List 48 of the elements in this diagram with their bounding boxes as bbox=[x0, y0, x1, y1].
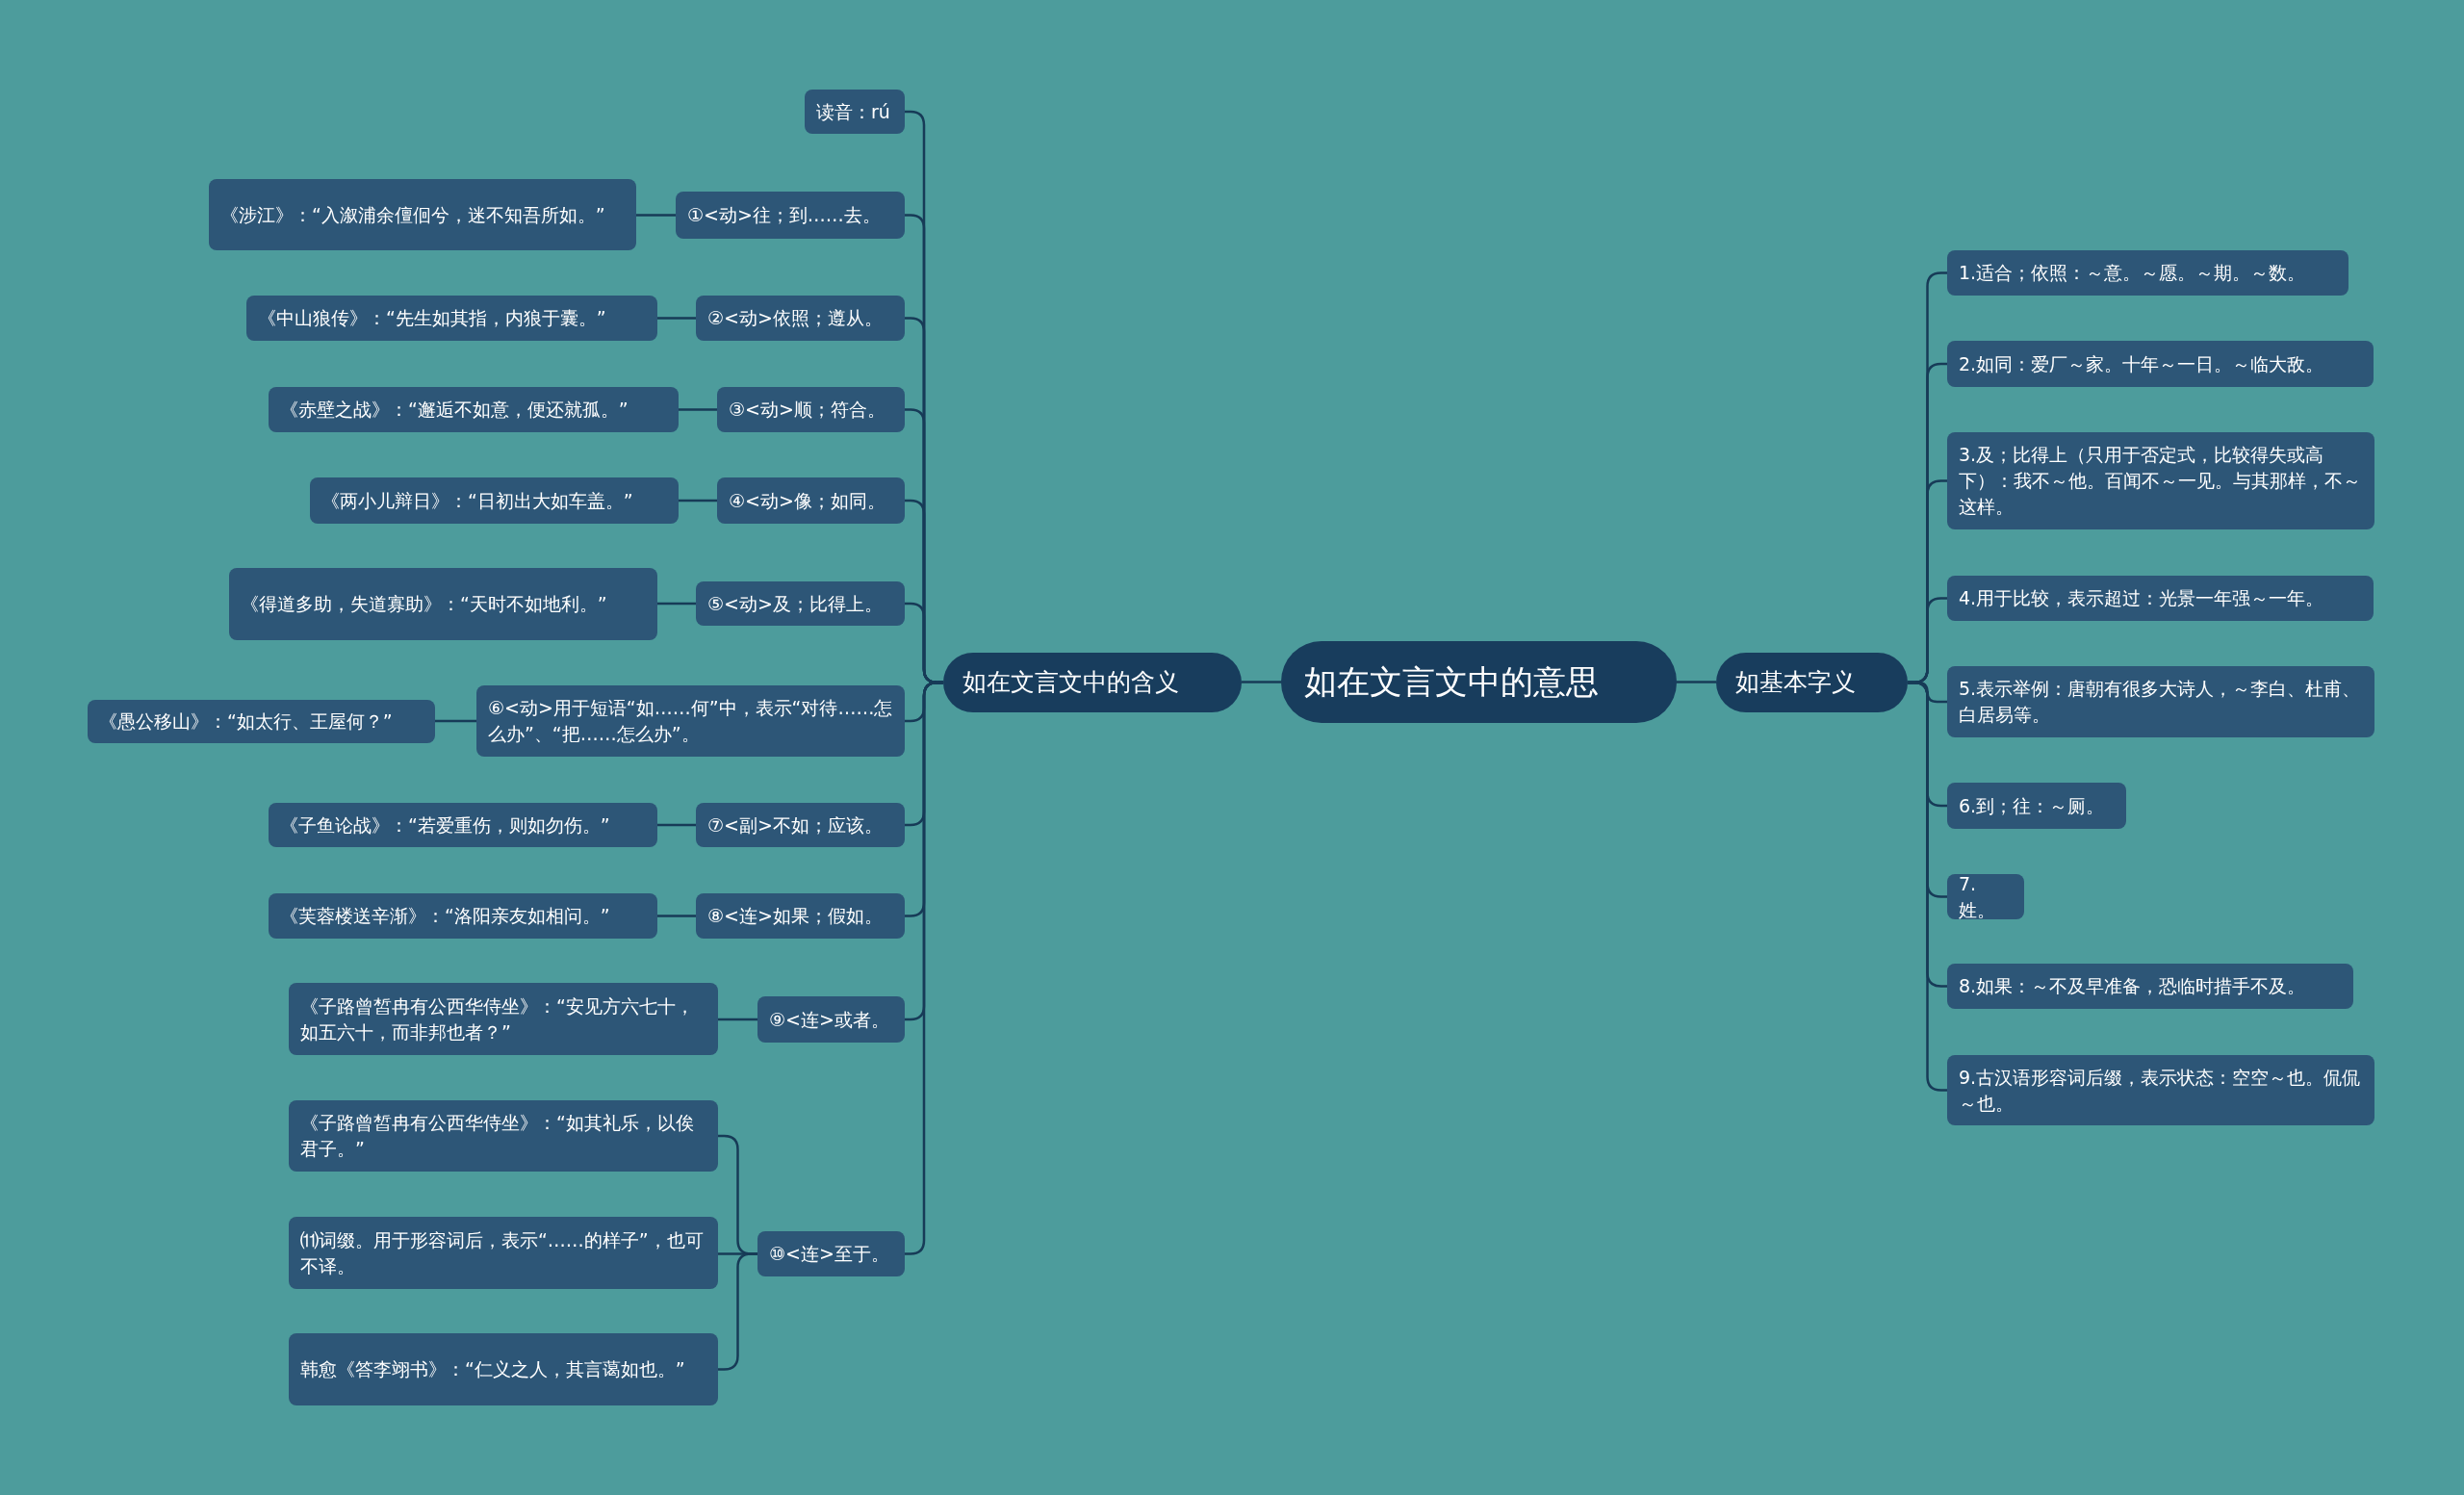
connector-line bbox=[657, 317, 696, 320]
topic-box: 《中山狼传》：“先生如其指，内狼于囊。” bbox=[246, 296, 657, 341]
topic-box: ⑥<动>用于短语“如……何”中，表示“对待……怎么办”、“把……怎么办”。 bbox=[476, 685, 905, 757]
topic-box: ①<动>往；到……去。 bbox=[676, 192, 905, 239]
topic-box: 7.姓。 bbox=[1947, 874, 2024, 919]
connector-line bbox=[1677, 681, 1716, 683]
branch-topic: 如基本字义 bbox=[1716, 653, 1908, 712]
connector-line bbox=[679, 499, 717, 503]
topic-box: ⑤<动>及；比得上。 bbox=[696, 581, 905, 626]
connector-line bbox=[1908, 681, 1947, 1092]
connector-line bbox=[1242, 681, 1281, 683]
connector-line bbox=[718, 1252, 757, 1371]
topic-box: ⑦<副>不如；应该。 bbox=[696, 803, 905, 847]
connector-line bbox=[657, 915, 696, 917]
topic-box: 4.用于比较，表示超过：光景一年强～一年。 bbox=[1947, 576, 2374, 621]
connector-line bbox=[636, 214, 676, 217]
topic-box: 读音：rú bbox=[805, 90, 905, 134]
topic-box: ③<动>顺；符合。 bbox=[717, 387, 905, 432]
topic-box: 韩愈《答李翊书》：“仁义之人，其言蔼如也。” bbox=[289, 1333, 718, 1405]
topic-box: 《涉江》：“入溆浦余儃佪兮，迷不知吾所如。” bbox=[209, 179, 636, 250]
connector-line bbox=[657, 823, 696, 827]
connector-line bbox=[718, 1018, 757, 1021]
topic-box: ⑾词缀。用于形容词后，表示“……的样子”，也可不译。 bbox=[289, 1217, 718, 1289]
topic-box: ⑨<连>或者。 bbox=[757, 996, 905, 1043]
topic-box: 《子鱼论战》：“若爱重伤，则如勿伤。” bbox=[269, 803, 657, 847]
topic-box: 《芙蓉楼送辛渐》：“洛阳亲友如相问。” bbox=[269, 893, 657, 939]
topic-box: 《子路曾皙冉有公西华侍坐》：“安见方六七十，如五六十，而非邦也者？” bbox=[289, 983, 718, 1055]
topic-box: 1.适合；依照：～意。～愿。～期。～数。 bbox=[1947, 250, 2348, 296]
topic-box: 9.古汉语形容词后缀，表示状态：空空～也。侃侃～也。 bbox=[1947, 1055, 2374, 1125]
topic-box: 《赤壁之战》：“邂逅不如意，便还就孤。” bbox=[269, 387, 679, 432]
central-topic: 如在文言文中的意思 bbox=[1281, 641, 1677, 723]
connector-line bbox=[657, 602, 696, 606]
topic-box: 《两小儿辩日》：“日初出大如车盖。” bbox=[310, 477, 679, 524]
topic-box: 《得道多助，失道寡助》：“天时不如地利。” bbox=[229, 568, 657, 640]
topic-box: 5.表示举例：唐朝有很多大诗人，～李白、杜甫、白居易等。 bbox=[1947, 666, 2374, 737]
connector-line bbox=[679, 408, 717, 411]
topic-box: ②<动>依照；遵从。 bbox=[696, 296, 905, 341]
connector-line bbox=[435, 719, 476, 723]
topic-box: 《愚公移山》：“如太行、王屋何？” bbox=[88, 700, 435, 743]
topic-box: ⑩<连>至于。 bbox=[757, 1231, 905, 1276]
topic-box: 3.及；比得上（只用于否定式，比较得失或高下）：我不～他。百闻不～一见。与其那样，不～这样。 bbox=[1947, 432, 2374, 529]
topic-box: ⑧<连>如果；假如。 bbox=[696, 893, 905, 939]
topic-box: 8.如果：～不及早准备，恐临时措手不及。 bbox=[1947, 964, 2353, 1009]
topic-box: 6.到；往：～厕。 bbox=[1947, 783, 2126, 829]
branch-topic: 如在文言文中的含义 bbox=[943, 653, 1242, 712]
topic-box: ④<动>像；如同。 bbox=[717, 477, 905, 524]
topic-box: 《子路曾皙冉有公西华侍坐》：“如其礼乐，以俟君子。” bbox=[289, 1100, 718, 1172]
topic-box: 2.如同：爱厂～家。十年～一日。～临大敌。 bbox=[1947, 341, 2374, 387]
